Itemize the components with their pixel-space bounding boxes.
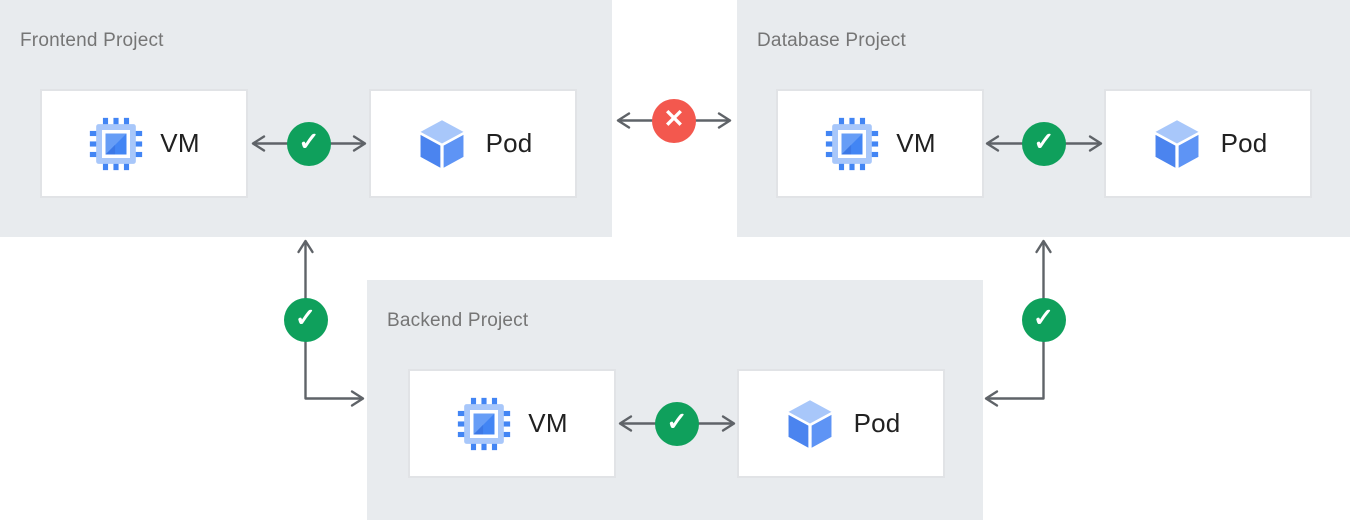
frontend-vm-pod-status-badge: ✓ [287, 121, 331, 166]
check-icon: ✓ [1033, 304, 1054, 332]
check-icon: ✓ [666, 408, 688, 436]
backend-pod-node: Pod [737, 369, 945, 478]
cross-icon: ✕ [663, 105, 685, 133]
frontend-backend-status-badge: ✓ [283, 297, 328, 342]
backend-vm-node: VM [408, 369, 616, 478]
arrowhead-left [984, 390, 999, 407]
compute-engine-vm-icon [88, 116, 144, 172]
pod-label: Pod [853, 408, 901, 438]
arrowhead-up [1035, 239, 1052, 254]
database-pod-node: Pod [1104, 89, 1312, 198]
database-backend-status-badge: ✓ [1021, 297, 1066, 342]
pod-cube-icon [414, 116, 470, 172]
arrowhead-left [616, 112, 631, 129]
check-icon: ✓ [295, 304, 316, 332]
pod-cube-icon [1149, 116, 1205, 172]
database-vm-node: VM [776, 89, 984, 198]
check-icon: ✓ [1033, 128, 1055, 156]
frontend-project-title: Frontend Project [20, 30, 164, 51]
pod-cube-icon [782, 396, 838, 452]
database-vm-pod-status-badge: ✓ [1022, 121, 1066, 166]
frontend-vm-node: VM [40, 89, 248, 198]
arrowhead-right [350, 390, 365, 407]
arrowhead-up [297, 239, 314, 254]
backend-vm-pod-status-badge: ✓ [655, 401, 699, 446]
vm-label: VM [896, 128, 936, 158]
compute-engine-vm-icon [824, 116, 880, 172]
compute-engine-vm-icon [456, 396, 512, 452]
frontend-pod-node: Pod [369, 89, 577, 198]
check-icon: ✓ [298, 128, 320, 156]
backend-project-title: Backend Project [387, 310, 529, 331]
arrowhead-right [717, 112, 732, 129]
vm-label: VM [528, 408, 568, 438]
vm-label: VM [160, 128, 200, 158]
frontend-database-status-badge: ✕ [652, 98, 696, 143]
pod-label: Pod [485, 128, 533, 158]
pod-label: Pod [1220, 128, 1268, 158]
database-project-title: Database Project [757, 30, 906, 51]
